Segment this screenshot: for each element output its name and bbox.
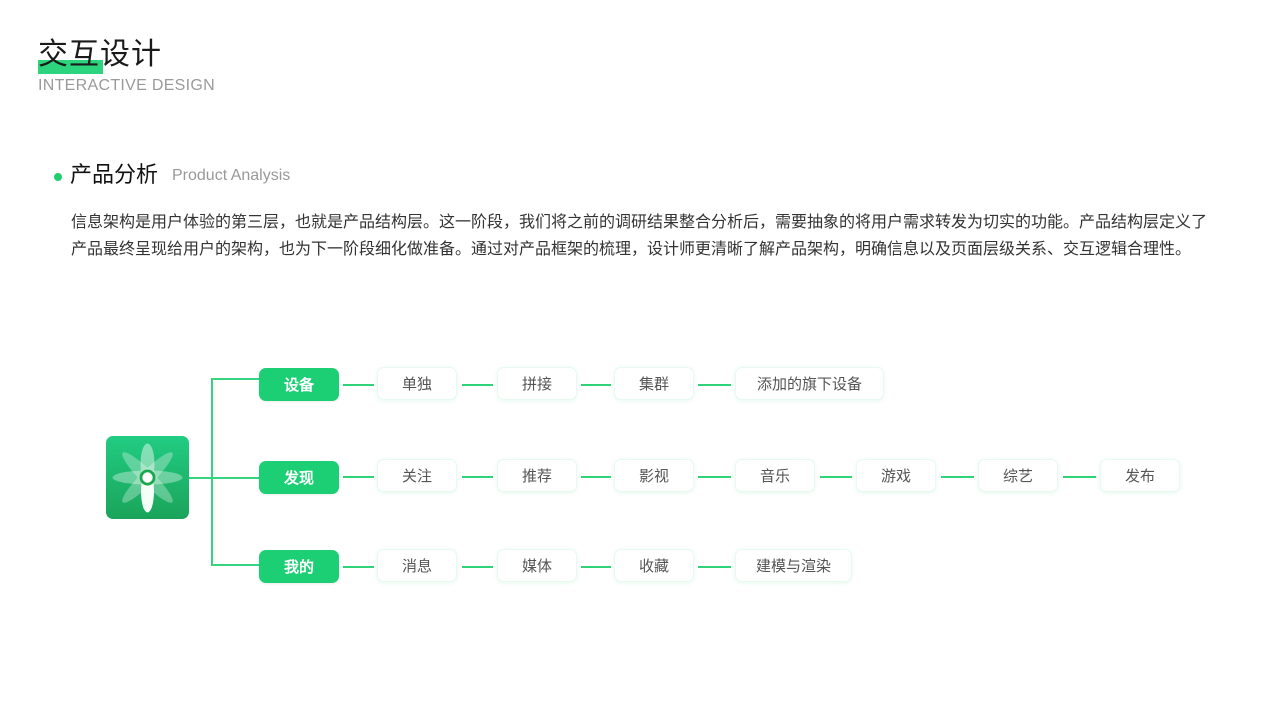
flower-icon — [112, 443, 183, 513]
node-mine: 我的 — [259, 550, 339, 583]
tree-spine-vertical — [211, 378, 213, 564]
node-follow: 关注 — [377, 459, 457, 492]
node-splice: 拼接 — [497, 367, 577, 400]
connector — [462, 476, 493, 478]
tree-branch-3 — [211, 564, 259, 566]
section-paragraph: 信息架构是用户体验的第三层，也就是产品结构层。这一阶段，我们将之前的调研结果整合… — [71, 212, 1208, 258]
node-favorites: 收藏 — [614, 549, 694, 582]
node-devices: 设备 — [259, 368, 339, 401]
connector — [343, 384, 374, 386]
connector — [343, 476, 374, 478]
connector — [698, 384, 731, 386]
node-messages: 消息 — [377, 549, 457, 582]
connector — [343, 566, 374, 568]
node-video: 影视 — [614, 459, 694, 492]
node-discover: 发现 — [259, 461, 339, 494]
node-recommend: 推荐 — [497, 459, 577, 492]
node-single: 单独 — [377, 367, 457, 400]
tree-branch-2 — [211, 477, 259, 479]
page-title: 交互设计 — [38, 37, 162, 72]
node-add-device: 添加的旗下设备 — [735, 367, 884, 400]
connector — [581, 566, 611, 568]
section-subtitle: Product Analysis — [172, 167, 291, 184]
flower-app-icon — [106, 436, 189, 519]
connector — [698, 566, 731, 568]
connector — [462, 384, 493, 386]
title-highlight-bar — [38, 60, 103, 74]
page-title-block: 交互设计 — [38, 34, 162, 76]
node-games: 游戏 — [856, 459, 936, 492]
node-modeling: 建模与渲染 — [735, 549, 852, 582]
connector — [820, 476, 852, 478]
connector — [941, 476, 974, 478]
connector — [581, 476, 611, 478]
tree-spine — [189, 477, 211, 479]
connector — [581, 384, 611, 386]
section-title: 产品分析 — [70, 163, 159, 188]
connector — [462, 566, 493, 568]
node-publish: 发布 — [1100, 459, 1180, 492]
page-subtitle: INTERACTIVE DESIGN — [38, 77, 215, 94]
node-media: 媒体 — [497, 549, 577, 582]
node-variety: 综艺 — [978, 459, 1058, 492]
node-music: 音乐 — [735, 459, 815, 492]
bullet-dot-icon — [54, 173, 62, 181]
connector — [698, 476, 731, 478]
connector — [1063, 476, 1096, 478]
tree-branch-1 — [211, 378, 259, 380]
node-cluster: 集群 — [614, 367, 694, 400]
